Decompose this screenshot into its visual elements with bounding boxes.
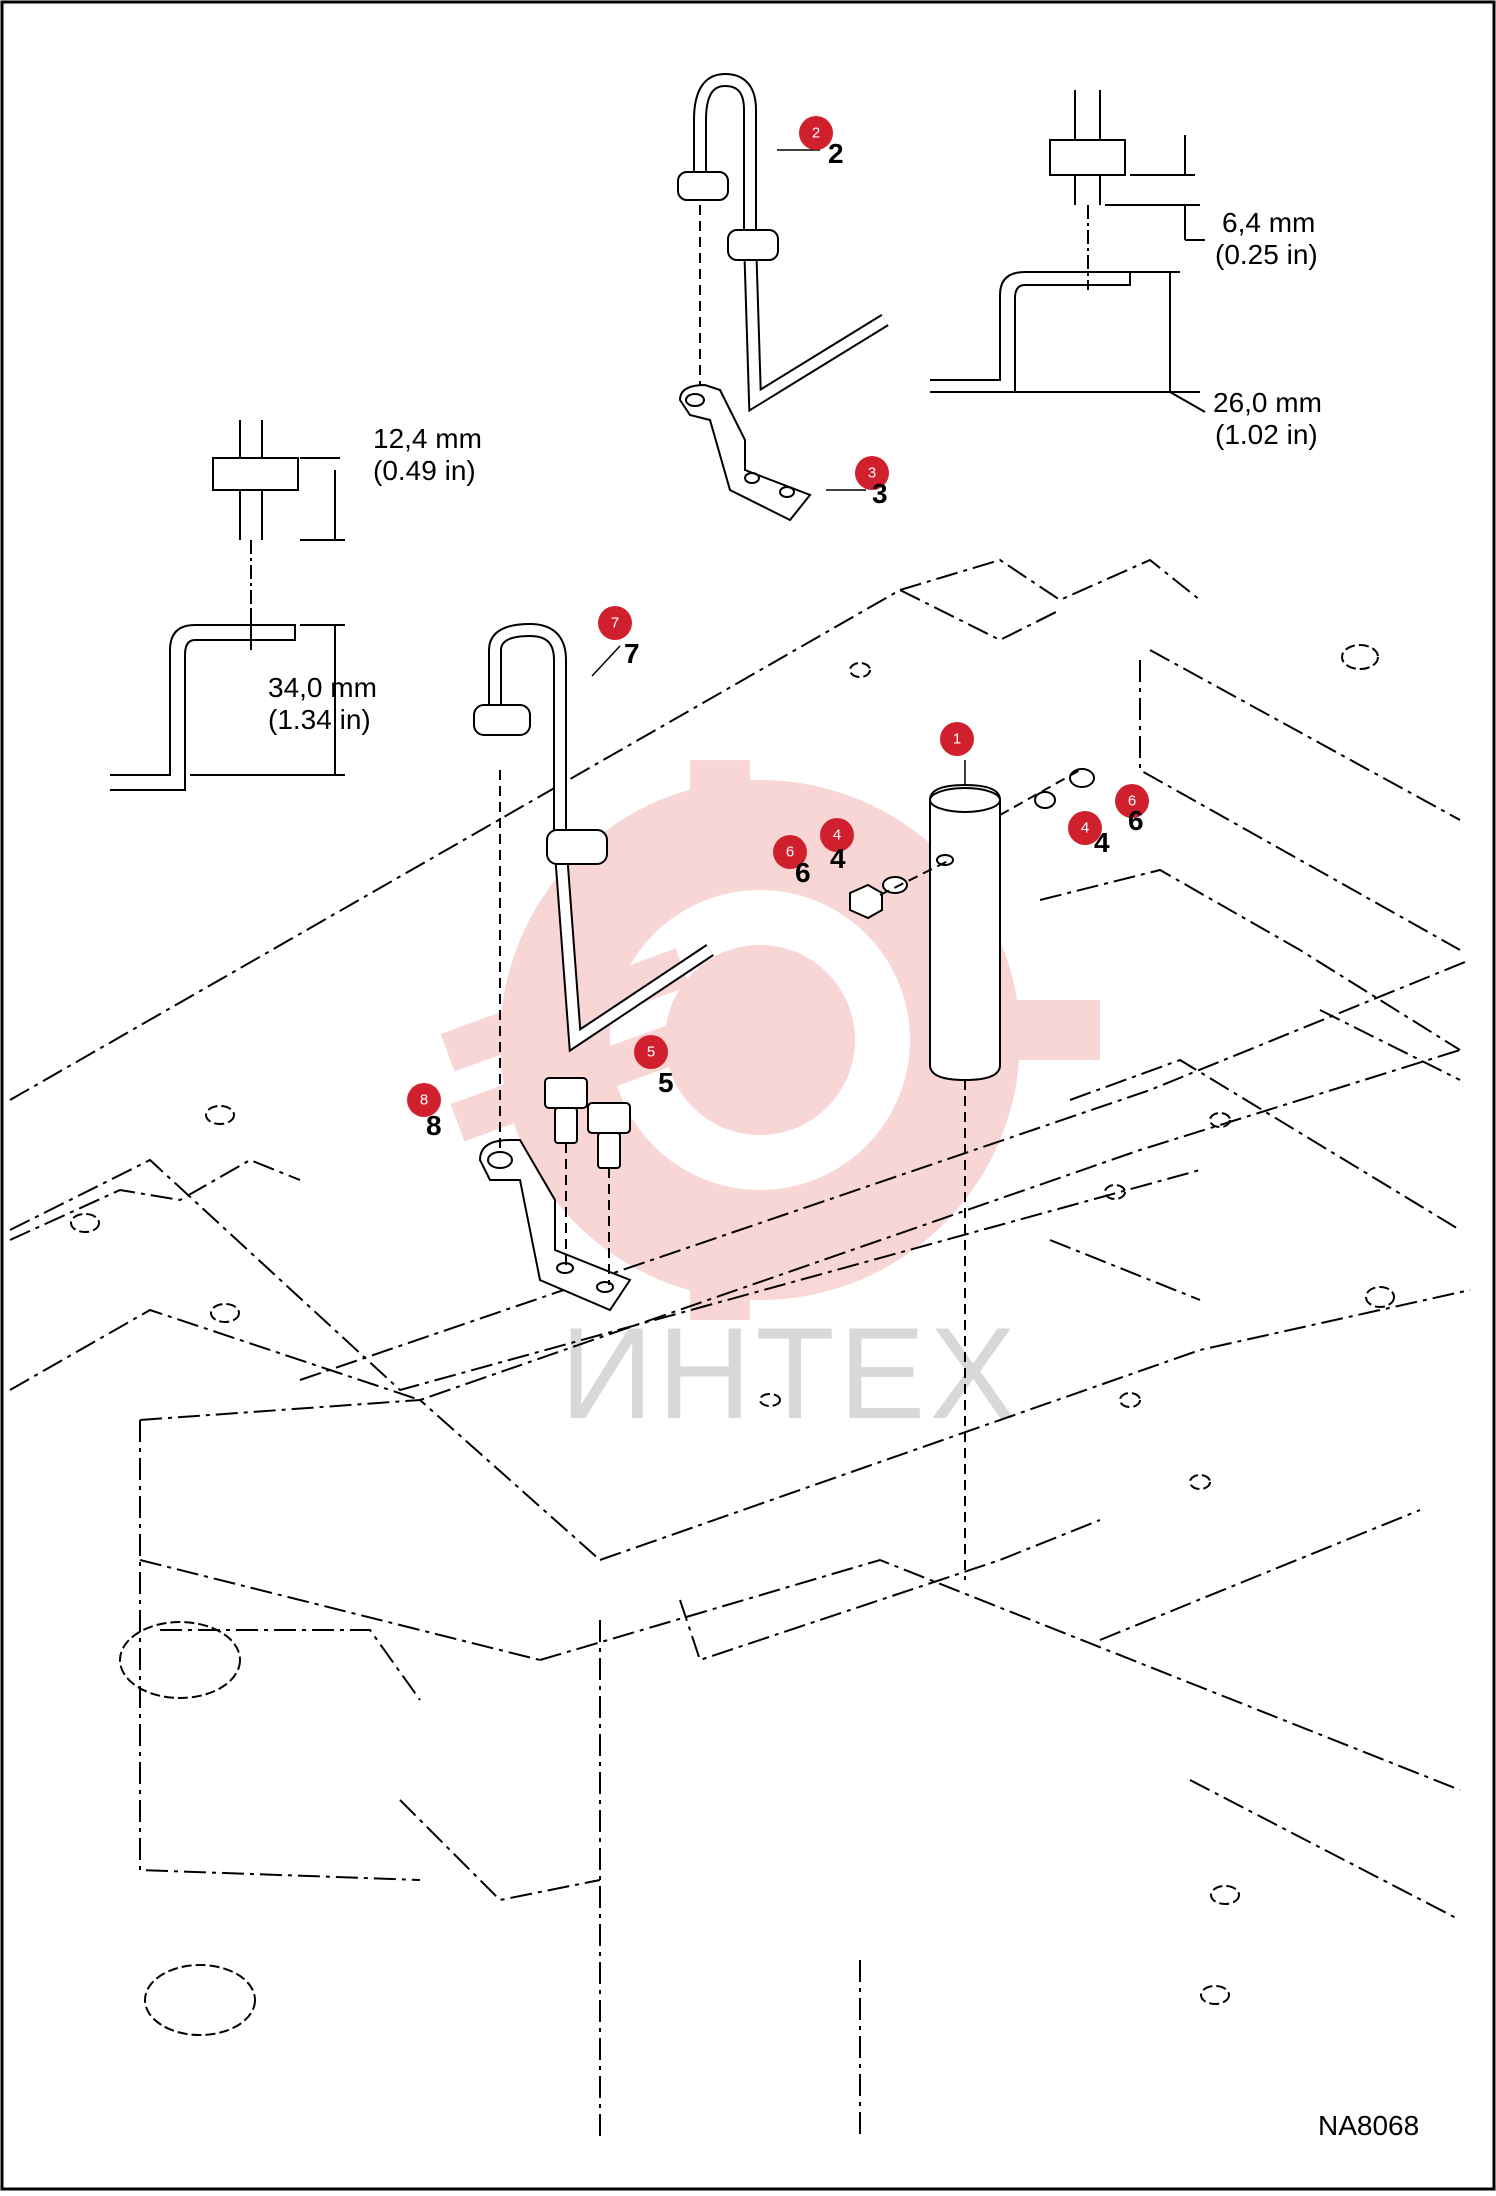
- callout-7-label: 7: [624, 638, 640, 669]
- assembly-lines: [499, 769, 1081, 1580]
- callout-8: 8: [407, 1083, 441, 1117]
- callout-2-label: 2: [828, 138, 844, 169]
- callout-4b: 4: [1068, 811, 1102, 845]
- callout-5-label: 5: [658, 1067, 674, 1098]
- dim-34-0-mm: 34,0 mm: [268, 672, 377, 703]
- callout-4b-label: 4: [1094, 827, 1110, 858]
- machine-frame: [9, 558, 1471, 2140]
- callout-5: 5: [634, 1035, 668, 1069]
- callout-4a-label: 4: [830, 843, 846, 874]
- callout-7: 7: [598, 606, 632, 640]
- svg-text:4: 4: [1081, 820, 1089, 837]
- tube-7-sleeve-b: [546, 829, 608, 865]
- bracket-8: [478, 1139, 632, 1312]
- callout-6b-label: 6: [1128, 805, 1144, 836]
- callout-4a: 4: [820, 818, 854, 852]
- dim-1-02-in: (1.02 in): [1215, 419, 1318, 450]
- watermark-text: ИНТЕХ: [560, 1300, 1020, 1446]
- detail-dim-right: [930, 90, 1206, 413]
- washer-4a: [882, 876, 908, 894]
- main-parts: [473, 622, 1095, 1312]
- svg-text:3: 3: [868, 465, 876, 482]
- dim-12-4-mm: 12,4 mm: [373, 423, 482, 454]
- callout-3: 3: [855, 456, 889, 490]
- callout-2: 2: [799, 116, 833, 150]
- callout-3-label: 3: [872, 478, 888, 509]
- dim-0-49-in: (0.49 in): [373, 455, 476, 486]
- watermark-logo: [440, 760, 1100, 1320]
- bolt-5a: [544, 1077, 588, 1144]
- callout-6a: 6: [773, 835, 807, 869]
- detail-tube-2-bracket-3: [677, 72, 889, 522]
- receiver-dryer-1: [929, 783, 1001, 1082]
- tube-7-sleeve-a: [473, 704, 531, 736]
- leader-lines: [591, 149, 966, 785]
- callout-1: 1: [940, 722, 974, 756]
- svg-text:2: 2: [812, 125, 820, 142]
- nut-6a: [849, 883, 883, 920]
- svg-text:7: 7: [611, 615, 619, 632]
- dim-1-34-in: (1.34 in): [268, 704, 371, 735]
- dim-6-4-mm: 6,4 mm: [1222, 207, 1315, 238]
- nut-6b: [1069, 768, 1095, 788]
- svg-text:1: 1: [953, 731, 961, 748]
- detail-dim-left: [110, 420, 345, 791]
- bolt-5b: [587, 1102, 631, 1169]
- svg-text:8: 8: [420, 1092, 428, 1109]
- callout-6b: 6: [1115, 784, 1149, 818]
- svg-text:5: 5: [647, 1044, 655, 1061]
- frame-holes: [70, 644, 1395, 2036]
- svg-text:6: 6: [786, 844, 794, 861]
- callout-6a-label: 6: [795, 857, 811, 888]
- callout-8-label: 8: [426, 1110, 442, 1141]
- dim-0-25-in: (0.25 in): [1215, 239, 1318, 270]
- svg-text:4: 4: [833, 827, 841, 844]
- dim-26-0-mm: 26,0 mm: [1213, 387, 1322, 418]
- washer-4b: [1034, 791, 1056, 809]
- drawing-code: NA8068: [1318, 2110, 1419, 2141]
- svg-text:6: 6: [1128, 793, 1136, 810]
